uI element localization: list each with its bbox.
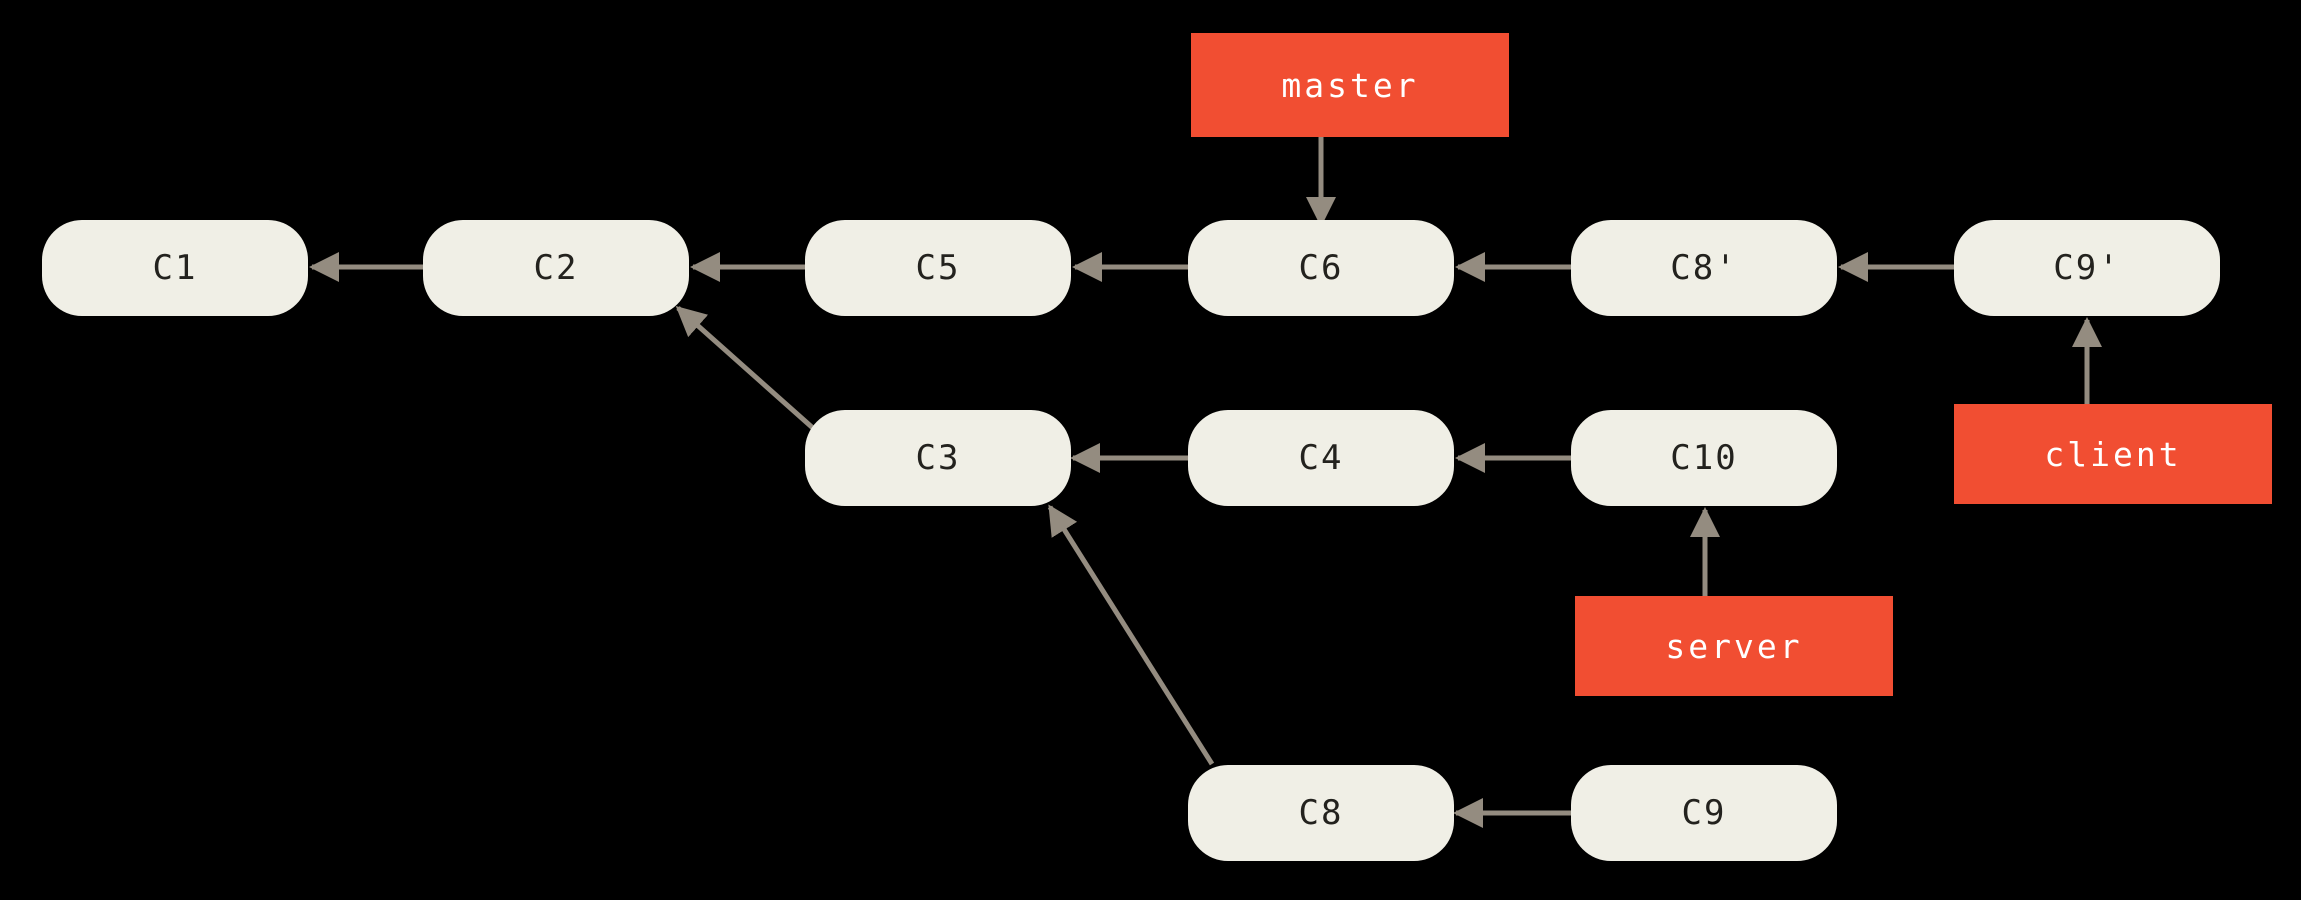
commit-node-label: C10	[1670, 438, 1738, 478]
edge-arrow-C3-to-C2	[675, 306, 816, 431]
commit-node-C9: C9	[1571, 765, 1837, 861]
branch-label-client: client	[1954, 404, 2272, 504]
commit-node-label: C4	[1298, 438, 1344, 478]
edge-group	[309, 137, 2102, 828]
commit-node-label: C2	[533, 248, 579, 288]
branch-label-text: server	[1665, 626, 1803, 666]
commit-node-C9p: C9'	[1954, 220, 2220, 316]
commit-node-label: C3	[915, 438, 961, 478]
commit-node-label: C8	[1298, 793, 1344, 833]
commit-node-C2: C2	[423, 220, 689, 316]
commit-node-C8p: C8'	[1571, 220, 1837, 316]
commit-node-label: C8'	[1670, 248, 1738, 288]
branch-label-master: master	[1191, 33, 1509, 137]
commit-node-C5: C5	[805, 220, 1071, 316]
branch-label-text: client	[2044, 434, 2182, 474]
commit-node-C10: C10	[1571, 410, 1837, 506]
commit-node-C8: C8	[1188, 765, 1454, 861]
commit-node-C4: C4	[1188, 410, 1454, 506]
commit-node-label: C9	[1681, 793, 1727, 833]
commit-node-C6: C6	[1188, 220, 1454, 316]
commit-node-C1: C1	[42, 220, 308, 316]
commit-node-label: C1	[152, 248, 198, 288]
branch-label-text: master	[1281, 65, 1419, 105]
branch-label-server: server	[1575, 596, 1893, 696]
commit-node-label: C9'	[2053, 248, 2121, 288]
edge-arrow-C8-to-C3	[1047, 504, 1215, 766]
commit-node-label: C5	[915, 248, 961, 288]
commit-node-C3: C3	[805, 410, 1071, 506]
commit-node-label: C6	[1298, 248, 1344, 288]
